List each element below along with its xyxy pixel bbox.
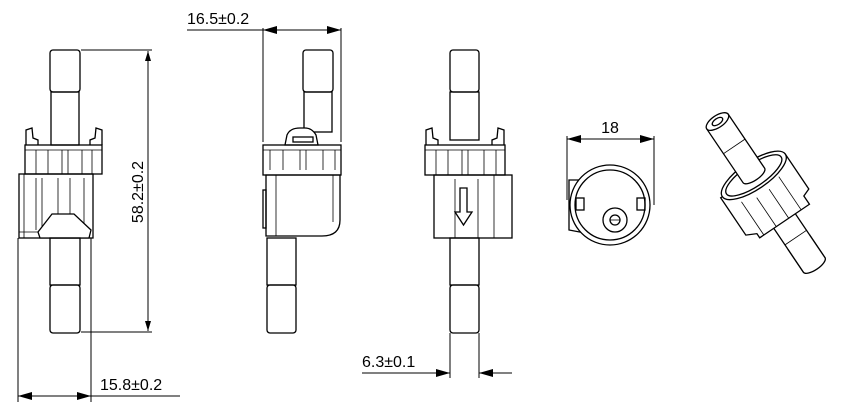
side-view — [262, 49, 342, 334]
isometric-view — [705, 112, 826, 274]
dimension-side-depth: 16.5±0.2 — [187, 11, 342, 142]
dimension-length-label: 58.2±0.2 — [130, 161, 147, 223]
end-view — [568, 164, 651, 246]
front-view — [18, 49, 103, 334]
dimension-body-width: 15.8±0.2 — [17, 238, 180, 402]
dimension-side-depth-label: 16.5±0.2 — [187, 11, 249, 28]
dimension-body-width-label: 15.8±0.2 — [100, 377, 162, 394]
dimension-tube-diameter-label: 6.3±0.1 — [362, 354, 415, 371]
flow-direction-arrow-icon — [453, 187, 474, 227]
dimension-ring-diameter: 18 — [566, 120, 655, 205]
dimension-tube-diameter: 6.3±0.1 — [362, 333, 512, 378]
dimension-ring-diameter-label: 18 — [601, 120, 619, 137]
dimension-length: 58.2±0.2 — [81, 49, 152, 333]
rear-view — [424, 49, 513, 334]
